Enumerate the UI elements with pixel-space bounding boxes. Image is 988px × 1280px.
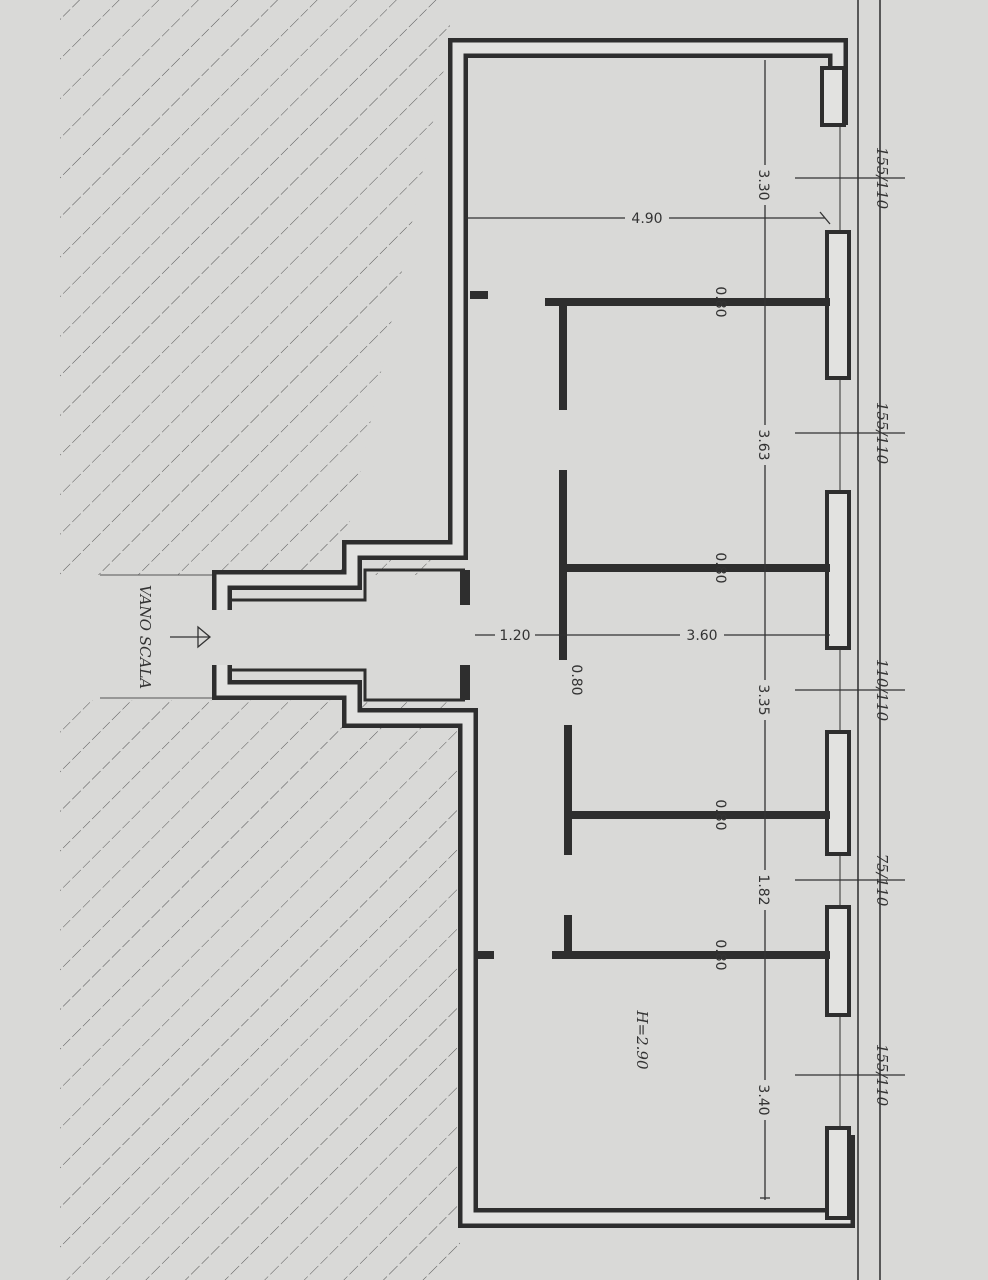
dim-label: 3.35	[755, 684, 771, 715]
dim-label-room: 3.60	[686, 628, 717, 644]
outer-walls	[212, 38, 855, 1228]
window-label: 75/110	[873, 854, 891, 907]
dim-label-corridor: 1.20	[499, 628, 530, 644]
dim-label: 3.63	[755, 429, 771, 460]
dim-label-depth: 4.90	[631, 211, 662, 227]
dim-label: 1.82	[755, 874, 771, 905]
hatched-area-bottom	[60, 700, 460, 1280]
door-label: 0.80	[712, 939, 728, 970]
door-label: 0.80	[712, 799, 728, 830]
dim-label: 3.40	[755, 1084, 771, 1115]
dim-label: 3.30	[755, 169, 771, 200]
window-label: 110/110	[873, 659, 891, 722]
ceiling-height-label: H=2.90	[633, 1009, 651, 1070]
door-label: 0.80	[712, 552, 728, 583]
window-label: 155/110	[873, 147, 891, 210]
door-label: 0.80	[712, 286, 728, 317]
door-label: 0.80	[568, 664, 584, 695]
entrance-arrow-icon	[170, 625, 212, 649]
window-label: 155/110	[873, 402, 891, 465]
interior-walls	[470, 291, 830, 959]
stair-label: VANO SCALA	[136, 585, 154, 689]
window-label: 155/110	[873, 1044, 891, 1107]
wall-piers	[820, 66, 851, 1220]
